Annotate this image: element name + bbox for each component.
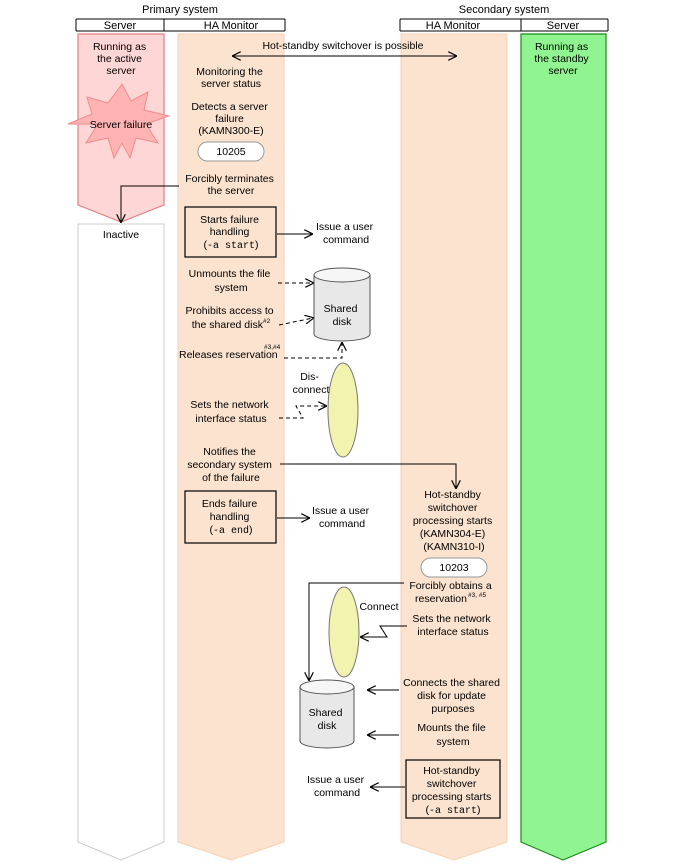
unmount-label: Unmounts the file system [189,268,274,294]
starts-failure-handling-label: Starts failure handling (-a start) [200,214,262,252]
server-right-header: Server [547,20,580,32]
prohibit-access-label: Prohibits access to the shared disk#2 [185,305,276,331]
ends-failure-handling-label: Ends failure handling (-a end) [202,498,260,537]
netif-primary-label: Sets the network interface status [190,399,271,425]
switchover-starts-label: Hot-standby switchover processing starts… [413,489,495,553]
header-secondary: Secondary system HA Monitor Server [399,4,609,32]
code-10205-label: 10205 [216,146,245,158]
server-left-header: Server [104,20,137,32]
primary-system-title: Primary system [142,4,218,16]
server-right-lane [520,33,607,861]
obtain-reservation-sup: #3, #5 [468,592,486,599]
code-badge-10205 [197,141,265,162]
shared-disk-top-label: Shared disk [324,303,361,328]
connect-shared-disk-label: Connects the shared disk for update purp… [403,677,503,715]
final-switchover-label: Hot-standby switchover processing starts… [412,765,494,817]
mount-file-system-label: Mounts the file system [417,722,488,748]
server-left-inactive-lane [77,223,165,861]
detects-failure-label: Detects a server failure (KAMN300-E) [191,101,270,137]
inactive-label: Inactive [103,229,139,241]
connect-label: Connect [359,601,398,613]
terminate-arrow [121,185,179,222]
obtain-reservation-label: Forcibly obtains a reservation [409,580,494,605]
netif-secondary-label: Sets the network interface status [412,613,493,638]
network-interface-top [327,362,359,458]
user-command-3-label: Issue a user command [307,774,367,799]
netif-secondary-arrow [361,625,407,637]
code-badge-10203 [420,557,488,578]
netif-primary-arrow [279,406,326,419]
network-interface-bottom [328,586,360,678]
disconnect-label: Dis- connect [293,371,330,396]
monitoring-status-label: Monitoring the server status [196,66,265,90]
starts-failure-handling-box [184,206,277,258]
secondary-server-running-label: Running as the standby server [534,41,591,77]
obtain-reservation-arrow [309,582,404,680]
user-command-2-label: Issue a user command [312,505,372,530]
ha-monitor-left-header: HA Monitor [204,20,259,32]
code-10203-label: 10203 [439,562,468,574]
server-failure-label: Server failure [90,119,153,131]
server-failure-burst [67,83,171,160]
notify-secondary-label: Notifies the secondary system of the fai… [187,446,275,484]
header-primary: Primary system Server HA Monitor [75,4,286,32]
ha-monitor-right-header: HA Monitor [426,20,481,32]
shared-disk-top [313,267,371,342]
ha-monitor-left-lane [177,33,285,861]
ends-failure-handling-box [184,490,277,544]
forcibly-terminates-label: Forcibly terminates the server [185,173,277,197]
user-command-1-label: Issue a user command [316,221,376,246]
shared-disk-bottom [299,679,355,749]
prohibit-arrow [278,318,313,326]
release-reservation-sup: #3,#4 [264,344,281,351]
primary-server-running-label: Running as the active server [93,41,149,77]
hot-standby-possible-label: Hot-standby switchover is possible [262,40,423,52]
final-switchover-box [405,759,501,819]
release-reservation-label: Releases reservation [179,349,278,361]
ha-monitor-right-lane [400,33,508,861]
release-arrow [284,343,342,359]
notify-arrow [280,463,456,488]
shared-disk-bottom-label: Shared disk [309,707,346,732]
secondary-system-title: Secondary system [459,4,549,16]
